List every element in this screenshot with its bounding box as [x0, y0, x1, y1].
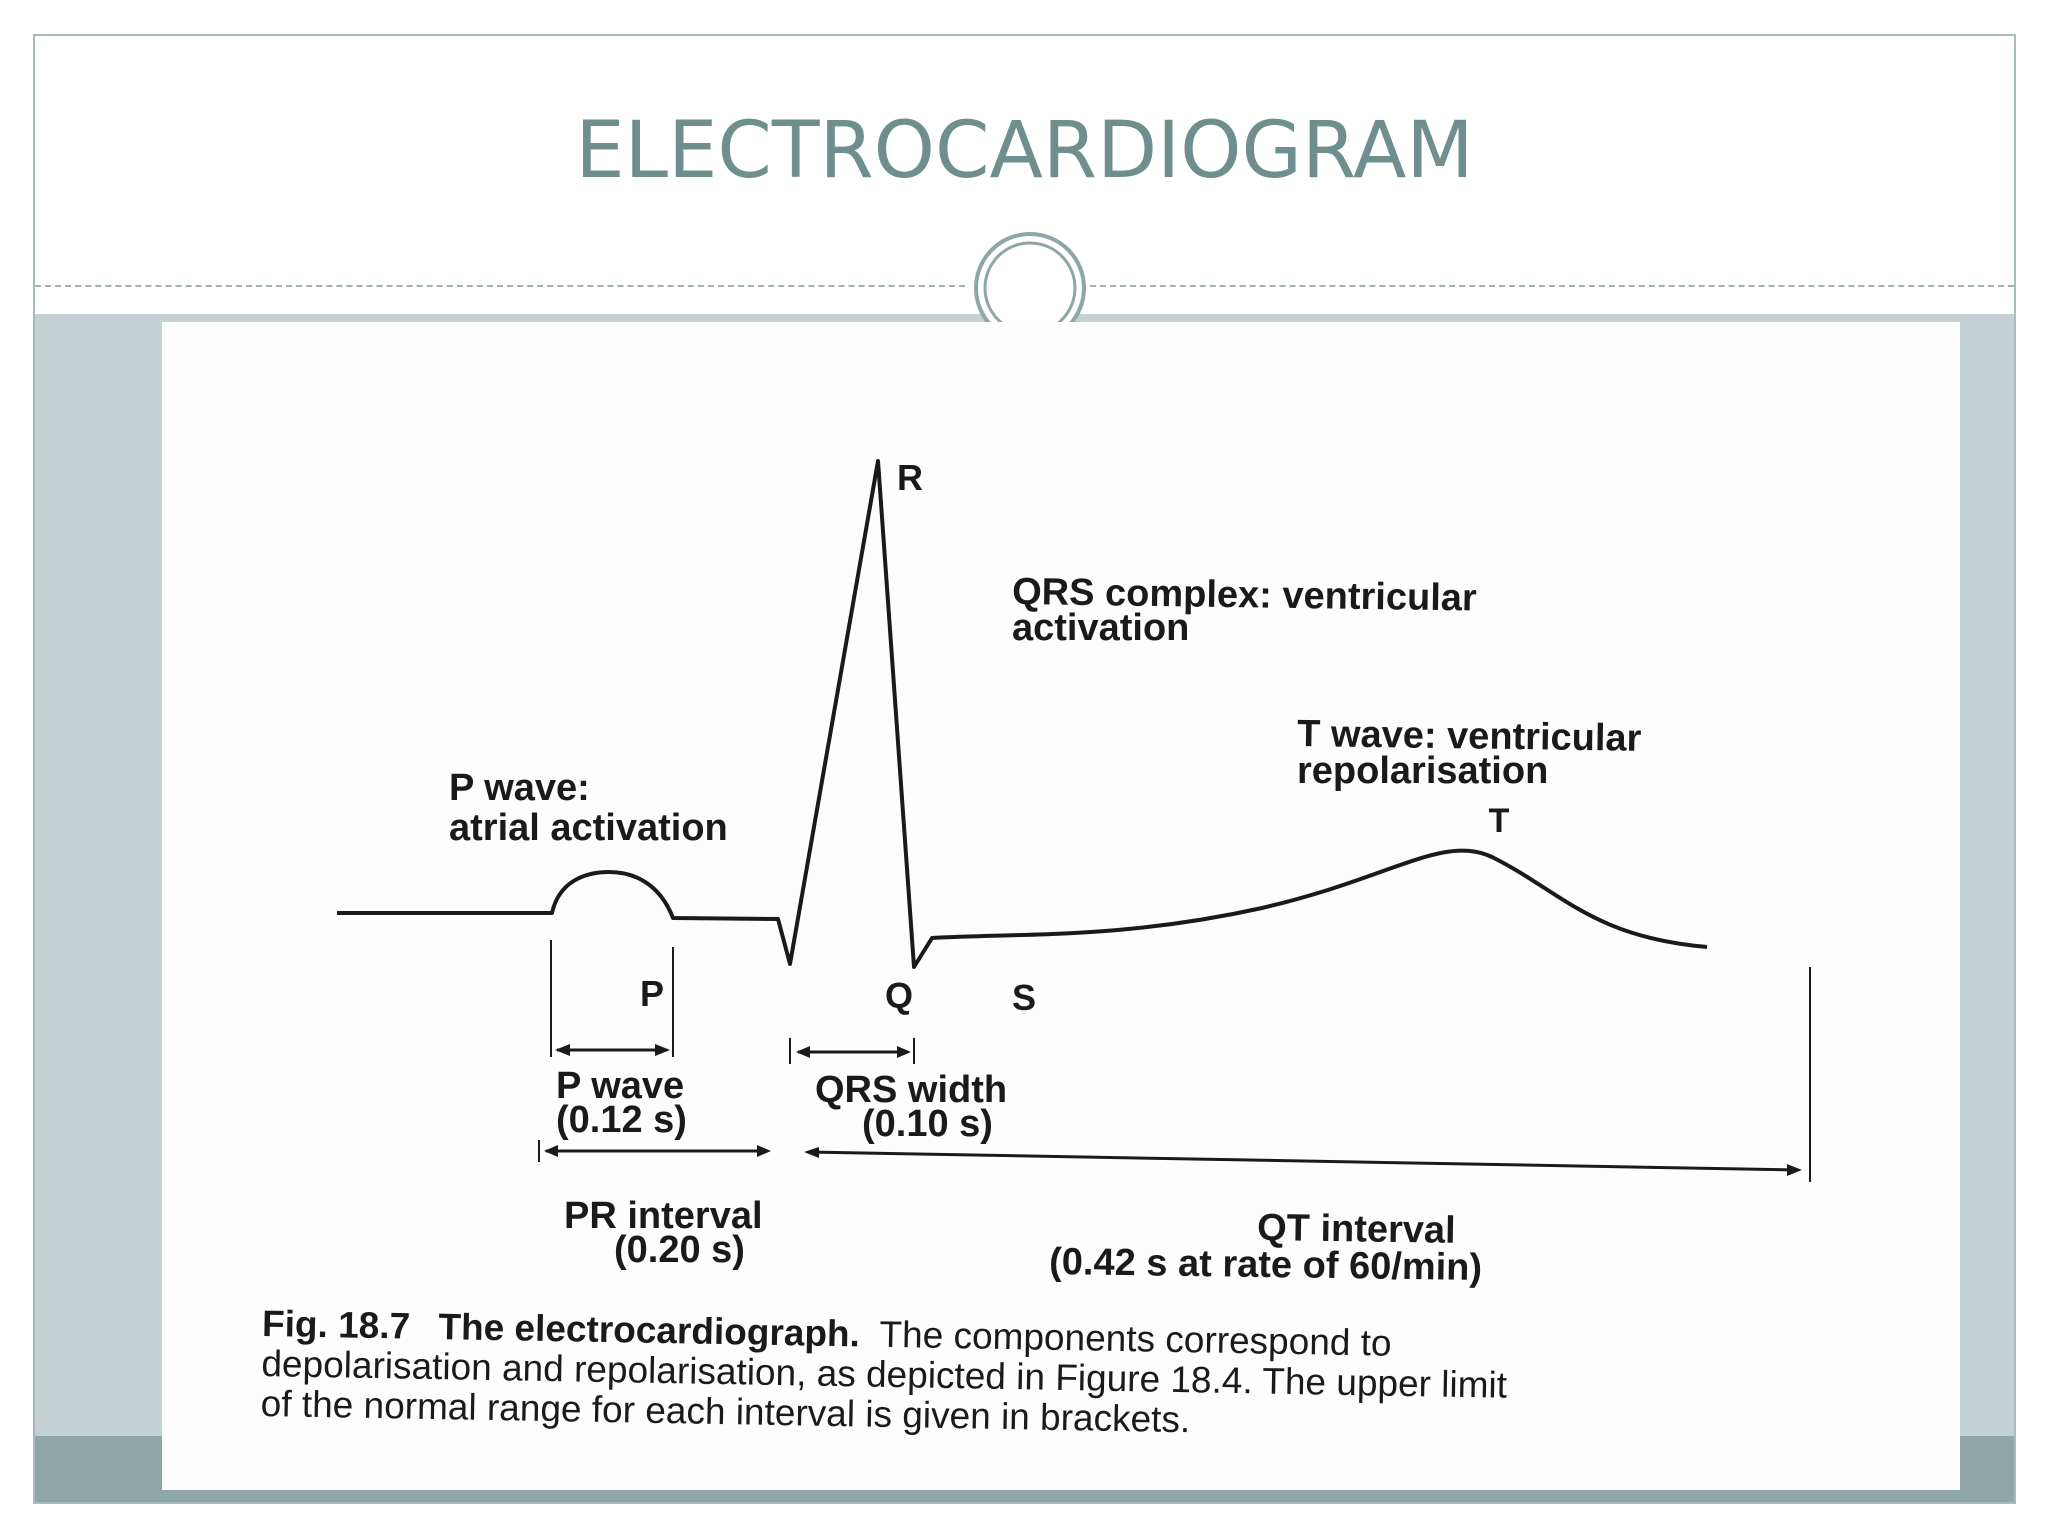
ecg-diagram: R QRS complex: ventricular activation T … — [260, 457, 1811, 1440]
svg-text:Fig. 18.7 The electr: Fig. 18.7 The electrocardiograph. The co… — [262, 1303, 1392, 1364]
p-wave-arrowhead-right — [655, 1044, 670, 1056]
figure-caption: Fig. 18.7 The electrocardiograph. The co… — [260, 1303, 1508, 1440]
p-wave-interval-label: P wave — [556, 1065, 684, 1107]
q-label: Q — [885, 975, 913, 1016]
p-label: P — [640, 973, 664, 1014]
ecg-figure: R QRS complex: ventricular activation T … — [162, 322, 1960, 1490]
caption-fig-title: The electrocardiograph. — [438, 1306, 860, 1354]
r-label: R — [897, 457, 923, 498]
pr-interval-label: PR interval — [564, 1195, 763, 1237]
qrs-complex-label-line1: QRS complex: ventricular — [1012, 571, 1477, 619]
divider-right — [1090, 285, 2014, 287]
circle-ornament-icon — [974, 232, 1086, 344]
qt-arrowhead-right — [1787, 1164, 1802, 1176]
t-wave-label-line2: repolarisation — [1297, 750, 1548, 792]
p-wave-arrowhead-left — [555, 1044, 570, 1056]
pr-arrowhead-left — [544, 1145, 558, 1157]
divider-left — [35, 285, 965, 287]
s-label: S — [1012, 977, 1036, 1018]
p-wave-duration-label: (0.12 s) — [556, 1099, 687, 1141]
t-wave-label-line1: T wave: ventricular — [1297, 713, 1642, 760]
qrs-complex-label-line2: activation — [1012, 607, 1189, 649]
p-wave-label-line2: atrial activation — [449, 807, 728, 849]
slide-title: ELECTROCARDIOGRAM — [575, 106, 1474, 196]
caption-fig-number: Fig. 18.7 — [262, 1303, 411, 1347]
qt-interval-label: QT interval — [1257, 1207, 1456, 1252]
qrs-arrowhead-left — [796, 1046, 810, 1058]
qt-arrowhead-left — [804, 1147, 819, 1158]
pr-duration-label: (0.20 s) — [614, 1229, 745, 1271]
qrs-arrowhead-right — [897, 1046, 911, 1058]
qrs-duration-label: (0.10 s) — [862, 1103, 993, 1145]
slide: ELECTROCARDIOGRAM — [33, 34, 2016, 1504]
qt-duration-label: (0.42 s at rate of 60/min) — [1049, 1241, 1482, 1289]
t-label: T — [1489, 802, 1510, 840]
qrs-width-label: QRS width — [815, 1069, 1007, 1111]
pr-arrowhead-right — [757, 1145, 771, 1157]
p-wave-label-line1: P wave: — [449, 767, 590, 809]
qt-interval-arrow — [807, 1150, 1799, 1172]
caption-line1-rest: The components correspond to — [879, 1314, 1392, 1364]
ecg-waveform — [337, 459, 1708, 969]
